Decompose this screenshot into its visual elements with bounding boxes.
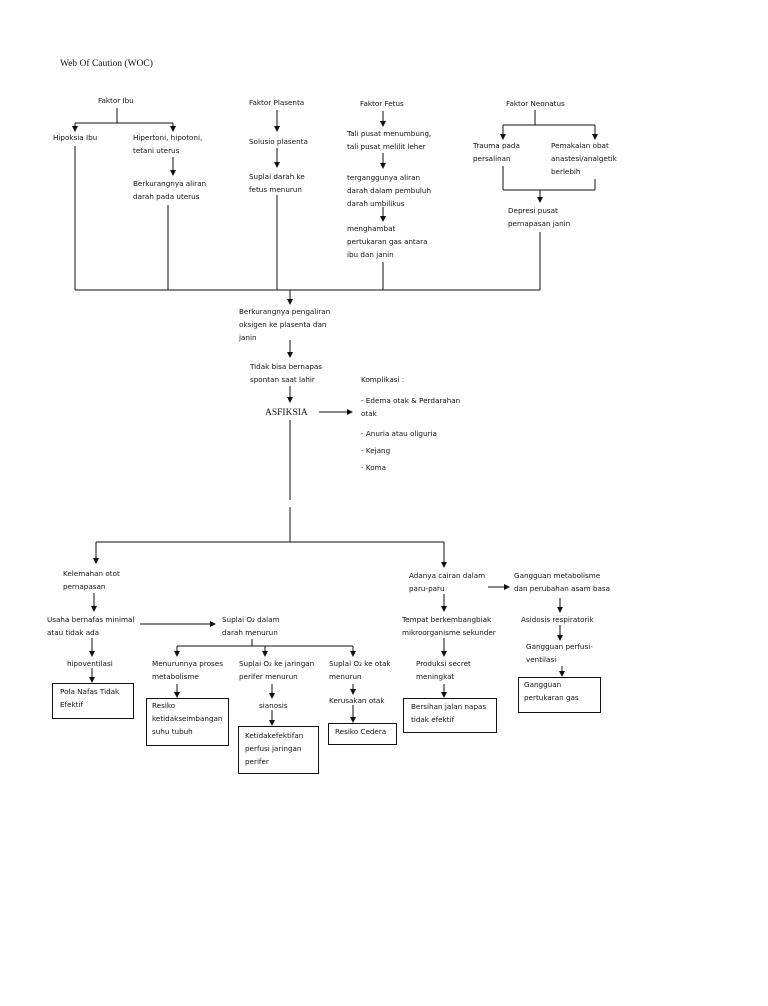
node-tali-pusat: Tali pusat menumbung, tali pusat melilit… <box>347 129 432 151</box>
node-suplai-o2-otak: Suplai O₂ ke otak menurun <box>329 659 391 681</box>
node-tempat-mikroorganisme: Tempat berkembangbiak mikroorganisme sek… <box>402 615 496 637</box>
node-hipoksia-ibu: Hipoksia Ibu <box>53 133 98 142</box>
factor-plasenta: Faktor Plasenta <box>249 98 305 107</box>
node-sianosis: sianosis <box>259 701 288 710</box>
node-suplai-darah-fetus: Suplai darah ke fetus menurun <box>249 172 305 194</box>
diagnosis-pertukaran-gas: Gangguan pertukaran gas <box>524 680 579 702</box>
node-kelemahan-otot: Kelemahan otot pernapasan <box>63 569 120 591</box>
diagnosis-box-pola-nafas: Pola Nafas Tidak Efektif <box>52 683 134 719</box>
node-hipoventilasi: hipoventilasi <box>67 659 113 668</box>
node-gangguan-perfusi: Gangguan perfusi- ventilasi <box>526 642 593 664</box>
diagnosis-box-bersihan-jalan-napas: Bersihan jalan napas tidak efektif <box>403 698 497 733</box>
node-cairan-paru: Adanya cairan dalam paru-paru <box>409 571 486 593</box>
node-usaha-bernafas: Usaha bernafas minimal atau tidak ada <box>47 615 135 637</box>
diagnosis-perfusi-perifer: Ketidakefektifan perfusi jaringan perife… <box>245 731 304 766</box>
diagnosis-box-perfusi-perifer: Ketidakefektifan perfusi jaringan perife… <box>238 726 319 774</box>
node-asfiksia: ASFIKSIA <box>265 408 308 418</box>
diagnosis-box-pertukaran-gas: Gangguan pertukaran gas <box>518 677 601 713</box>
node-produksi-secret: Produksi secret meningkat <box>416 659 471 681</box>
diagnosis-box-resiko-cedera: Resiko Cedera <box>328 723 397 745</box>
komplikasi-item: - Edema otak & Perdarahan otak <box>361 396 461 418</box>
node-suplai-o2-jaringan: Suplai O₂ ke jaringan perifer menurun <box>239 659 315 681</box>
node-berkurang-oksigen: Berkurangnya pengaliran oksigen ke plase… <box>239 307 331 342</box>
diagnosis-box-resiko-suhu: Resiko ketidakseimbangan suhu tubuh <box>146 698 229 746</box>
node-trauma-persalinan: Trauma pada persalinan <box>473 141 520 163</box>
node-gangguan-metabolisme: Gangguan metabolisme dan perubahan asam … <box>514 571 611 593</box>
factor-neonatus: Faktor Neonatus <box>506 99 565 108</box>
factor-ibu: Faktor Ibu <box>98 96 134 105</box>
node-terganggunya-aliran: terganggunya aliran darah dalam pembuluh… <box>347 173 432 208</box>
komplikasi-title: Komplikasi : <box>361 375 405 384</box>
komplikasi-item: - Anuria atau oliguria <box>361 429 437 438</box>
komplikasi-item: - Kejang <box>361 446 391 455</box>
factor-fetus: Faktor Fetus <box>360 99 404 108</box>
diagnosis-resiko-cedera: Resiko Cedera <box>335 727 387 736</box>
node-asidosis-respiratorik: Asidosis respiratorik <box>521 615 594 624</box>
diagnosis-pola-nafas: Pola Nafas Tidak Efektif <box>60 687 120 709</box>
diagnosis-resiko-suhu: Resiko ketidakseimbangan suhu tubuh <box>152 701 223 736</box>
node-menurunnya-metabolisme: Menurunnya proses metabolisme <box>152 659 223 681</box>
node-suplai-o2-darah: Suplai O₂ dalam darah menurun <box>222 615 280 637</box>
node-solusio-plasenta: Solusio plasenta <box>249 137 308 146</box>
diagnosis-bersihan-jalan-napas: Bersihan jalan napas tidak efektif <box>411 702 487 724</box>
node-depresi-pusat: Depresi pusat pernapasan janin <box>508 206 571 228</box>
node-hipertoni: Hipertoni, hipotoni, tetani uterus <box>133 133 203 155</box>
page-title: Web Of Caution (WOC) <box>60 59 153 69</box>
node-berkurang-aliran-uterus: Berkurangnya aliran darah pada uterus <box>133 179 207 201</box>
node-menghambat-pertukaran: menghambat pertukaran gas antara ibu dan… <box>347 224 428 259</box>
node-tidak-bisa-bernapas: Tidak bisa bernapas spontan saat lahir <box>250 362 323 384</box>
node-kerusakan-otak: Kerusakan otak <box>329 696 385 705</box>
node-pemakaian-obat: Pemakaian obat anastesi/analgetik berleb… <box>551 141 617 176</box>
komplikasi-item: - Koma <box>361 463 387 472</box>
